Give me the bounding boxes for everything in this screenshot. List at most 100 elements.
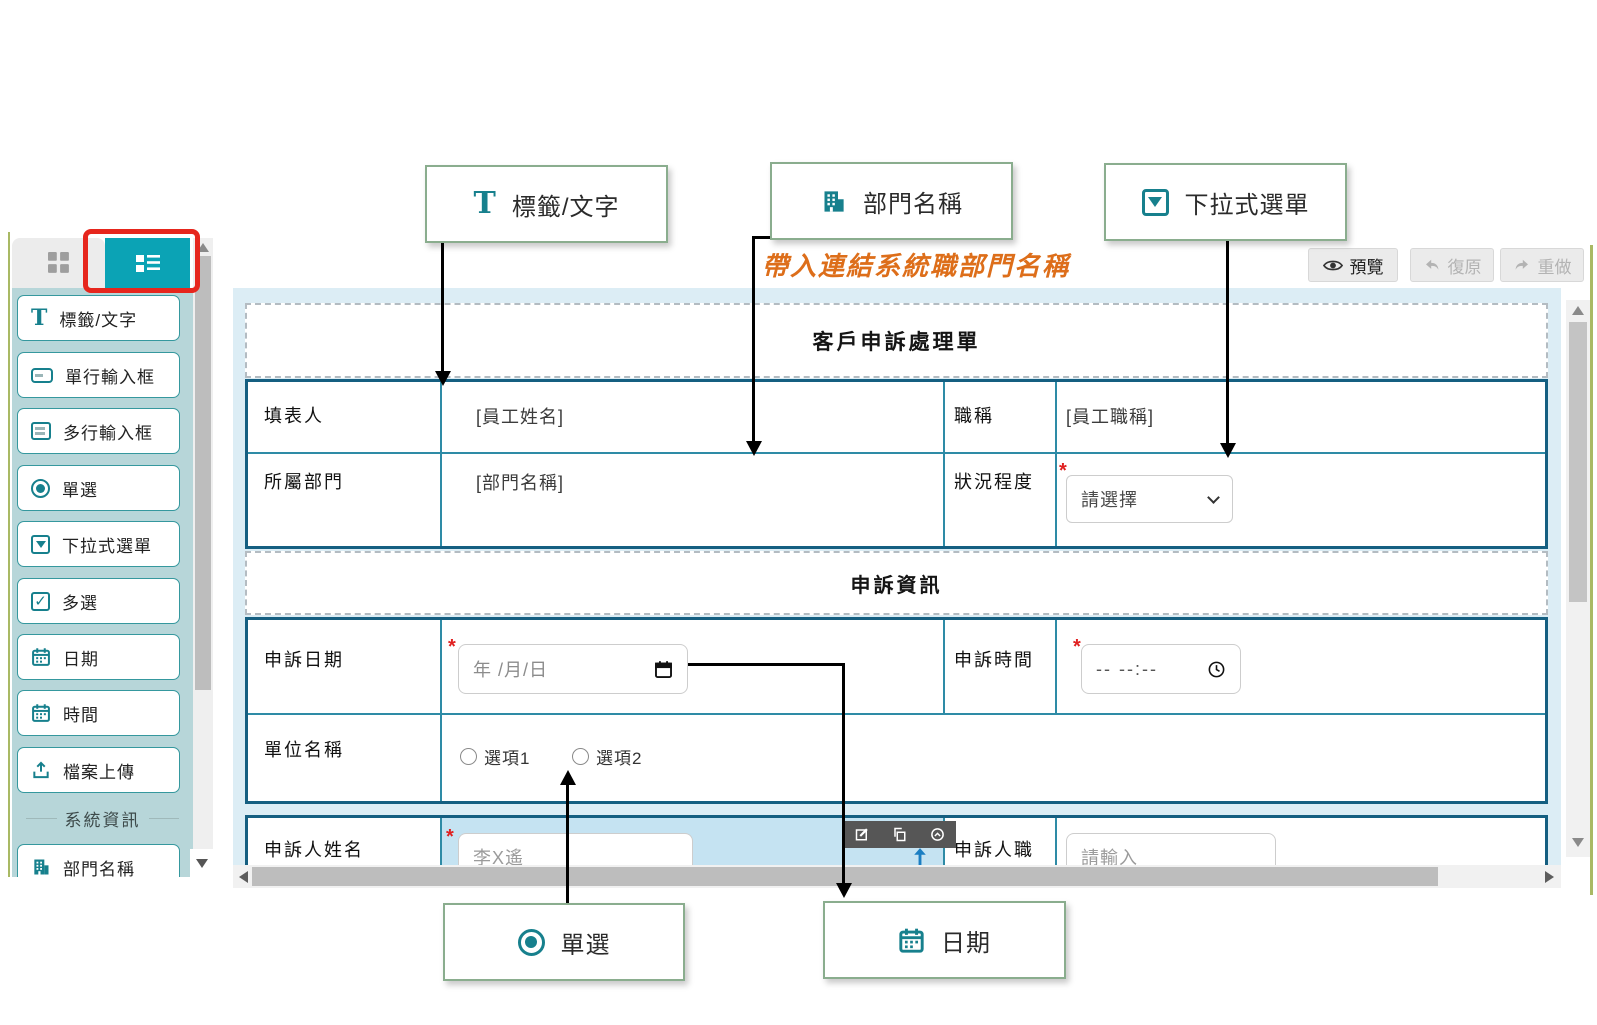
required-marker: * [446,826,454,848]
palette-item-label: 單行輸入框 [65,367,155,387]
palette-item-radio[interactable]: 單選 [17,465,180,511]
callout-label-text: T 標籤/文字 [425,165,668,243]
scroll-up-icon[interactable] [1572,306,1584,315]
callout-label: 單選 [560,931,611,959]
right-edge-line [1590,245,1593,895]
table-divider [943,382,945,546]
form-table-complainant: 申訴人姓名 * 李X遙 申訴人職 請輸入 [245,815,1548,865]
scroll-left-icon[interactable] [239,871,248,883]
radio-icon [517,928,545,956]
form-title-block[interactable]: 客戶申訴處理單 [245,303,1548,378]
field-value[interactable]: [員工姓名] [476,407,565,427]
arrowhead-up [560,770,576,785]
palette-item-label: 下拉式選單 [62,536,152,556]
preview-button[interactable]: 預覽 [1308,248,1398,282]
form-table-basic-info: 填表人 [員工姓名] 職稱 [員工職稱] 所屬部門 [部門名稱] 狀況程度 * … [245,379,1548,549]
sidebar-scroll-up-icon[interactable] [197,243,209,252]
dropdown-icon [1141,188,1169,216]
callout-label: 日期 [941,929,991,957]
palette-item-label-text[interactable]: T 標籤/文字 [17,295,180,341]
table-divider [248,713,1545,715]
calendar-icon[interactable] [654,660,673,679]
palette-item-department-name[interactable]: 部門名稱 [17,844,180,877]
field-label: 填表人 [264,406,324,426]
field-label: 職稱 [954,406,994,426]
palette-item-label: 單選 [62,480,98,500]
chevron-down-icon [196,858,208,868]
palette-item-single-line-input[interactable]: 單行輸入框 [17,352,180,398]
unit-radio-option-1[interactable]: 選項1 [460,744,530,769]
tab-components-list[interactable] [105,238,190,288]
required-marker: * [448,636,456,658]
table-divider [440,818,442,865]
arrowhead-down [1220,443,1236,458]
complainant-title-input[interactable]: 請輸入 [1066,833,1276,865]
scroll-right-icon[interactable] [1545,871,1554,883]
field-label: 申訴日期 [264,650,344,670]
move-up-icon[interactable] [911,847,929,865]
title-placeholder: 請輸入 [1081,848,1138,865]
list-icon [135,255,160,272]
palette-item-dropdown[interactable]: 下拉式選單 [17,521,180,567]
unit-radio-option-2[interactable]: 選項2 [572,744,642,769]
palette-item-label: 多選 [62,593,98,613]
required-marker: * [1059,460,1067,482]
calendar-icon [898,927,925,954]
palette-item-date[interactable]: 日期 [17,634,180,680]
palette-item-file-upload[interactable]: 檔案上傳 [17,747,180,793]
redo-button[interactable]: 重做 [1500,248,1584,282]
table-divider [440,620,442,801]
sidebar-scroll-down[interactable] [190,849,214,877]
field-label: 申訴時間 [954,650,1034,670]
annotation-text: 帶入連結系統職部門名稱 [762,252,1071,282]
form-section-block[interactable]: 申訴資訊 [245,551,1548,615]
component-palette: T 標籤/文字 單行輸入框 多行輸入框 單選 下拉 [12,288,193,877]
vertical-scrollbar-thumb[interactable] [1569,322,1587,602]
complaint-time-input[interactable]: -- --:-- [1081,644,1241,694]
dropdown-icon [31,534,50,554]
radio-option-label: 選項2 [596,749,643,768]
arrow-department-elbow [752,236,774,239]
clock-icon[interactable] [1207,660,1226,679]
field-label: 申訴人姓名 [264,840,364,860]
complainant-name-input[interactable]: 李X遙 [458,833,693,865]
left-edge-line [8,232,10,877]
palette-item-time[interactable]: 時間 [17,690,180,736]
arrow-label-to-filler [441,243,444,371]
tab-layout-grid[interactable] [12,238,105,288]
building-icon [820,188,847,215]
palette-item-checkbox[interactable]: ✓ 多選 [17,578,180,624]
undo-button[interactable]: 復原 [1410,248,1494,282]
palette-item-multi-line-input[interactable]: 多行輸入框 [17,408,180,454]
table-divider [1055,620,1057,713]
palette-item-label: 日期 [63,649,99,669]
palette-item-label: 標籤/文字 [59,310,138,330]
arrowhead-down [435,371,451,386]
edit-icon[interactable] [855,827,870,842]
complaint-date-input[interactable]: 年 /月/日 [458,644,688,694]
section-divider-label: 系統資訊 [64,811,141,830]
callout-radio: 單選 [443,903,685,981]
scroll-down-icon[interactable] [1572,838,1584,847]
copy-icon[interactable] [892,827,907,842]
arrowhead-down [836,883,852,898]
severity-select[interactable]: 請選擇 [1066,475,1233,523]
calendar-icon [31,647,51,667]
horizontal-scrollbar-thumb[interactable] [252,867,1438,886]
arrow-dropdown-line [1226,241,1229,443]
sidebar-scrollbar-thumb[interactable] [195,256,211,690]
radio-icon [572,748,589,765]
required-marker: * [1073,636,1081,658]
eye-icon [1322,260,1343,270]
field-value[interactable]: [部門名稱] [476,473,565,493]
collapse-circle-icon[interactable] [930,827,945,842]
preview-button-label: 預覽 [1349,257,1384,277]
radio-icon [460,748,477,765]
select-placeholder: 請選擇 [1081,490,1138,510]
table-divider [1055,818,1057,865]
upload-icon [31,760,51,780]
field-value[interactable]: [員工職稱] [1066,407,1155,427]
radio-option-label: 選項1 [484,749,531,768]
undo-button-label: 復原 [1447,257,1482,277]
